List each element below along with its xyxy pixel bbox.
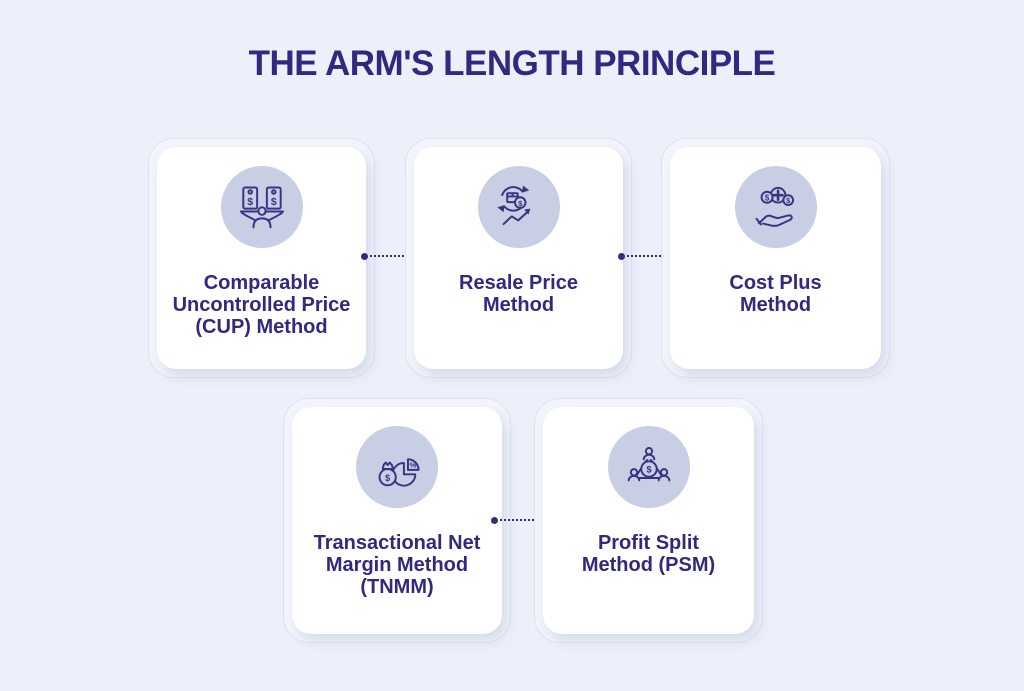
svg-text:$: $ xyxy=(247,196,253,208)
connector-dotted-line xyxy=(370,255,408,257)
connector-dotted-line xyxy=(500,519,538,521)
card-surface: $ $ Cost Plus Method xyxy=(670,147,881,369)
method-title-line: Cost Plus xyxy=(729,272,822,294)
hand-coins-plus-icon: $ $ xyxy=(755,186,794,227)
connector-dot xyxy=(491,516,498,524)
svg-text:%: % xyxy=(409,460,416,469)
method-card-cup: $ $ Comparable Uncontrolled Price (CUP) … xyxy=(148,138,375,378)
method-title-line: Uncontrolled Price xyxy=(172,294,351,316)
icon-circle: $ % xyxy=(356,426,438,508)
method-title: Transactional Net Margin Method (TNMM) xyxy=(310,532,485,598)
method-card-cost-plus: $ $ Cost Plus Method xyxy=(661,138,890,378)
price-tags-comparison-icon: $ $ xyxy=(239,186,284,229)
method-title-line: Method xyxy=(482,294,555,316)
method-title-line: Method xyxy=(739,294,812,316)
method-title: Resale Price Method xyxy=(455,272,582,316)
method-title-line: Profit Split xyxy=(597,532,700,554)
method-card-psm: $ Profit Split Method (PSM) xyxy=(534,398,763,643)
method-title-line: Margin Method xyxy=(325,554,469,576)
page-title: THE ARM'S LENGTH PRINCIPLE xyxy=(248,44,776,83)
svg-text:$: $ xyxy=(764,194,769,203)
method-title-line: Method (PSM) xyxy=(581,554,716,576)
connector-dot xyxy=(361,252,368,260)
card-surface: $ Resale Price Method xyxy=(414,147,623,369)
icon-circle: $ xyxy=(477,166,560,248)
method-title-line: Resale Price xyxy=(459,272,578,294)
connector-dot xyxy=(618,252,625,260)
profit-split-people-icon: $ xyxy=(627,447,670,482)
method-title: Cost Plus Method xyxy=(725,272,825,316)
svg-text:$: $ xyxy=(786,196,790,205)
svg-text:$: $ xyxy=(518,199,523,208)
card-surface: $ $ Comparable Uncontrolled Price (CUP) … xyxy=(157,147,366,369)
method-title-line: (TNMM) xyxy=(360,576,434,598)
svg-text:$: $ xyxy=(646,465,652,475)
icon-circle: $ $ xyxy=(734,166,817,248)
svg-text:$: $ xyxy=(385,473,390,483)
method-card-resale-price: $ Resale Price Method xyxy=(405,138,632,378)
card-surface: $ Profit Split Method (PSM) xyxy=(543,407,754,634)
method-title-line: Transactional Net xyxy=(313,532,481,554)
method-title-line: (CUP) Method xyxy=(195,316,328,338)
svg-text:$: $ xyxy=(270,196,276,208)
method-title: Comparable Uncontrolled Price (CUP) Meth… xyxy=(169,272,355,338)
icon-circle: $ $ xyxy=(220,166,303,248)
connector-dotted-line xyxy=(627,255,665,257)
method-card-tnmm: $ % Transactional Net Margin Method (TNM… xyxy=(283,398,511,643)
resale-cycle-icon: $ xyxy=(496,185,530,226)
icon-circle: $ xyxy=(607,426,690,508)
method-title-line: Comparable xyxy=(203,272,320,294)
card-surface: $ % Transactional Net Margin Method (TNM… xyxy=(292,407,502,634)
money-bag-pie-icon: $ % xyxy=(378,458,420,487)
method-title: Profit Split Method (PSM) xyxy=(578,532,719,576)
